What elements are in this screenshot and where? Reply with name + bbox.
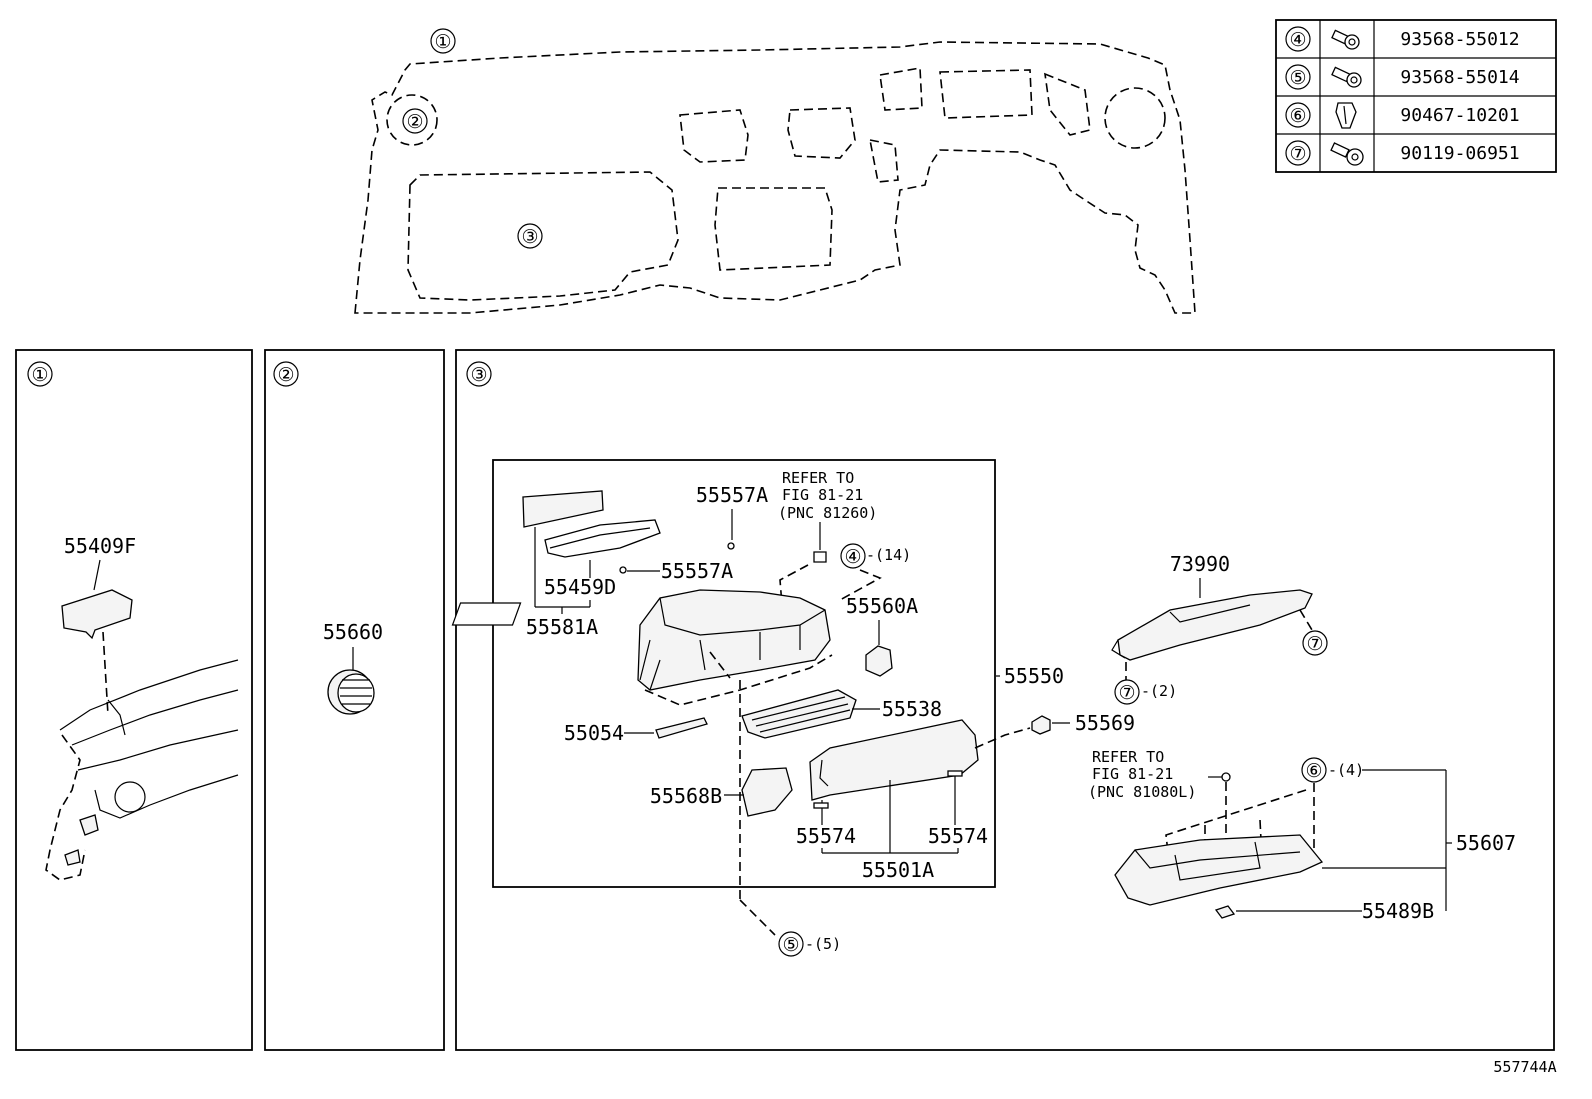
callout-6-qty: -(4) [1328, 761, 1364, 779]
callout-5-qty: -(5) [805, 935, 841, 953]
glove-box-frame-55550 [451, 589, 833, 706]
part-label-55409F: 55409F [64, 534, 136, 558]
part-label-55574-right: 55574 [928, 824, 988, 848]
bolt-icon [1331, 66, 1362, 88]
figure-id: 557744A [1493, 1058, 1556, 1076]
panel-1-marker: ① [31, 364, 48, 386]
fastener-row-7: ⑦ 90119-06951 [1285, 140, 1520, 166]
refer-b-line3: (PNC 81080L) [1088, 783, 1196, 801]
refer-b-line2: FIG 81-21 [1092, 765, 1173, 783]
overview-marker-2: ② [406, 111, 423, 133]
callout-7b: ⑦ [1306, 633, 1323, 655]
callout-4: ④ [844, 546, 861, 568]
refer-a-line2: FIG 81-21 [782, 486, 863, 504]
clip-icon [1335, 102, 1357, 129]
svg-text:⑦: ⑦ [1289, 143, 1306, 165]
dashboard-overview: ① ② ③ [354, 28, 1196, 314]
part-label-55607: 55607 [1456, 831, 1516, 855]
fastener-part-no: 90467-10201 [1400, 105, 1519, 126]
pad-55581A [522, 490, 604, 528]
fastener-row-5: ⑤ 93568-55014 [1285, 64, 1520, 90]
part-label-55574-left: 55574 [796, 824, 856, 848]
part-label-55569: 55569 [1075, 711, 1135, 735]
glove-box-subassembly-frame [492, 459, 996, 888]
panel-1: ① 55409F [15, 349, 253, 1051]
clip-55569 [1031, 715, 1051, 735]
part-label-55538: 55538 [882, 697, 942, 721]
fastener-row-6: ⑥ 90467-10201 [1285, 102, 1520, 129]
panel-2-marker: ② [277, 364, 294, 386]
part-label-55560A: 55560A [846, 594, 918, 618]
refer-b-line1: REFER TO [1092, 748, 1164, 766]
overview-marker-1: ① [434, 31, 451, 53]
air-vent-55660 [327, 669, 375, 715]
part-label-55568B: 55568B [650, 784, 722, 808]
damper-55560A [865, 645, 893, 677]
part-label-55660: 55660 [323, 620, 383, 644]
door-55501A [809, 719, 979, 801]
callout-7a: ⑦ [1118, 682, 1135, 704]
overview-marker-1-circle [430, 28, 456, 54]
panel-3: ③ 55459D 55581A 55557A 55557A REFER TO F… [451, 349, 1555, 1051]
svg-text:⑤: ⑤ [1289, 67, 1306, 89]
refer-a-line1: REFER TO [782, 469, 854, 487]
part-label-55459D: 55459D [544, 575, 616, 599]
part-label-55581A: 55581A [526, 615, 598, 639]
part-label-55054: 55054 [564, 721, 624, 745]
part-label-55489B: 55489B [1362, 899, 1434, 923]
seal-55459D [544, 519, 661, 558]
part-label-73990: 73990 [1170, 552, 1230, 576]
rod-55054 [655, 717, 708, 739]
callout-4-qty: -(14) [866, 546, 911, 564]
part-label-55501A: 55501A [862, 858, 934, 882]
svg-text:⑥: ⑥ [1289, 105, 1306, 127]
svg-text:④: ④ [1289, 29, 1306, 51]
lower-panel-55607 [1114, 834, 1324, 906]
panel-2: ② 55660 [264, 349, 445, 1051]
callout-5: ⑤ [782, 934, 799, 956]
bolt-icon [1330, 142, 1364, 166]
panel-55568B [741, 767, 793, 817]
panel-3-marker: ③ [470, 364, 487, 386]
overview-marker-3: ③ [521, 226, 538, 248]
fastener-row-4: ④ 93568-55012 [1285, 26, 1520, 52]
stopper-55538 [741, 689, 857, 739]
cover-55409F [61, 589, 133, 640]
callout-7a-qty: -(2) [1141, 682, 1177, 700]
pad-55489B [1214, 905, 1236, 919]
refer-a-line3: (PNC 81260) [778, 504, 877, 522]
fastener-part-no: 93568-55014 [1400, 67, 1519, 88]
callout-6: ⑥ [1305, 760, 1322, 782]
part-label-55557A-top: 55557A [696, 483, 768, 507]
fastener-part-no: 93568-55012 [1400, 29, 1519, 50]
fastener-table: ④ 93568-55012 ⑤ 93568-55014 ⑥ [1275, 19, 1557, 173]
part-label-55550: 55550 [1004, 664, 1064, 688]
part-label-55557A: 55557A [661, 559, 733, 583]
trim-73990 [1117, 589, 1313, 661]
bolt-icon [1331, 29, 1360, 50]
fastener-part-no: 90119-06951 [1400, 143, 1519, 164]
